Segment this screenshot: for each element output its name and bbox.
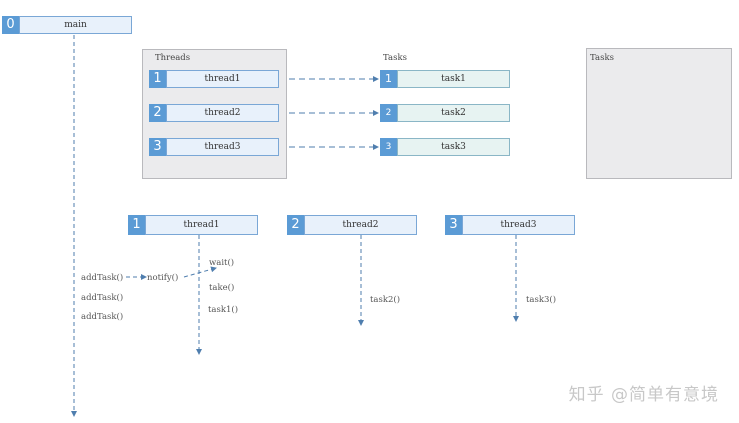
- notify-call: notify(): [147, 273, 179, 283]
- task-number: 3: [380, 138, 397, 156]
- thread1-call: wait(): [209, 258, 235, 268]
- main-label: main: [19, 16, 132, 34]
- lane-node: 3 thread3: [445, 215, 575, 235]
- tasks-column-label: Tasks: [383, 53, 407, 63]
- lane-node: 2 thread2: [287, 215, 417, 235]
- tasks-group-label: Tasks: [590, 53, 614, 63]
- main-call: addTask(): [81, 312, 124, 322]
- main-call: addTask(): [81, 293, 124, 303]
- thread-label: thread3: [166, 138, 279, 156]
- main-node: 0 main: [2, 16, 132, 34]
- watermark: 知乎 @简单有意境: [568, 385, 719, 405]
- task-label: task3: [397, 138, 510, 156]
- task-label: task1: [397, 70, 510, 88]
- threads-group-label: Threads: [155, 53, 191, 63]
- thread-node: 1 thread1: [149, 70, 279, 88]
- main-call: addTask(): [81, 273, 124, 283]
- thread-number: 1: [149, 70, 166, 88]
- task-node: 3 task3: [380, 138, 510, 156]
- thread-number: 2: [149, 104, 166, 122]
- lane-number: 3: [445, 215, 462, 235]
- main-number: 0: [2, 16, 19, 34]
- thread3-call: task3(): [526, 295, 557, 305]
- thread-label: thread2: [166, 104, 279, 122]
- thread2-call: task2(): [370, 295, 401, 305]
- task-label: task2: [397, 104, 510, 122]
- thread-node: 3 thread3: [149, 138, 279, 156]
- thread-number: 3: [149, 138, 166, 156]
- lane-number: 1: [128, 215, 145, 235]
- task-node: 1 task1: [380, 70, 510, 88]
- lane-number: 2: [287, 215, 304, 235]
- thread1-call: take(): [209, 283, 235, 293]
- notify-wait-arrow: [183, 266, 217, 278]
- lane-node: 1 thread1: [128, 215, 258, 235]
- thread-node: 2 thread2: [149, 104, 279, 122]
- thread1-call: task1(): [208, 305, 239, 315]
- task-number: 1: [380, 70, 397, 88]
- task-number: 2: [380, 104, 397, 122]
- task-node: 2 task2: [380, 104, 510, 122]
- lane-label: thread3: [462, 215, 575, 235]
- lane-label: thread1: [145, 215, 258, 235]
- thread-label: thread1: [166, 70, 279, 88]
- lane-label: thread2: [304, 215, 417, 235]
- tasks-group: [586, 48, 732, 179]
